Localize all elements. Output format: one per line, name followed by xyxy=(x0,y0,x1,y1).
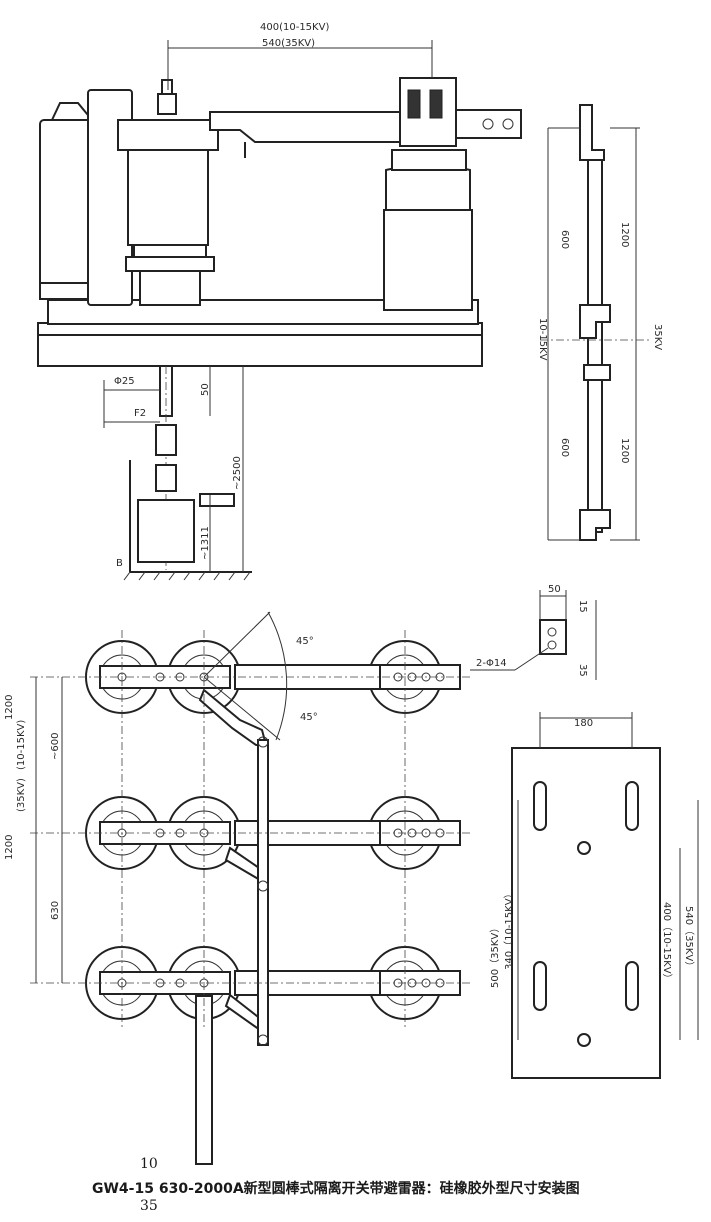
slot-top-left xyxy=(533,781,547,831)
mounting-plate: 180 500（35KV） 340（10-15KV） 400（10-15KV） … xyxy=(489,712,699,1079)
plan-view: 45° 45° 1200 (35KV) 1200 (10-15KV) ~600 … xyxy=(4,611,470,1165)
left-insulator-upper xyxy=(127,149,209,246)
dim-1200-bottom: 1200 xyxy=(619,438,630,463)
plate-dim-340: 340（10-15KV） xyxy=(503,888,515,970)
dim-600-top: 600 xyxy=(559,230,570,249)
hole-upper xyxy=(577,841,591,855)
dim-600: ~600 xyxy=(50,733,61,760)
left-insulator-cap xyxy=(117,119,219,151)
detail-plate xyxy=(539,619,567,655)
link-arm-2 xyxy=(224,846,264,882)
label-b: B xyxy=(116,558,123,569)
dim-2500: ~2500 xyxy=(232,456,243,490)
base-beam xyxy=(37,322,483,367)
right-insulator-lower xyxy=(383,209,473,311)
label-f2: F2 xyxy=(134,408,146,419)
connecting-rod xyxy=(257,739,269,1046)
detail-dim-35: 35 xyxy=(577,664,588,677)
plate-dim-500: 500（35KV） xyxy=(489,923,501,988)
plate-dim-180: 180 xyxy=(574,718,593,729)
dim-phi25: Φ25 xyxy=(114,376,135,387)
label-35kv: 35KV xyxy=(652,324,663,350)
dim-600-bottom: 600 xyxy=(559,438,570,457)
dim-top-2: 540(35KV) xyxy=(262,38,315,49)
plate-dim-400: 400（10-15KV） xyxy=(661,902,673,984)
dim-630: 630 xyxy=(50,901,61,920)
detail-dim-50: 50 xyxy=(548,584,561,595)
vertical-rod xyxy=(587,151,603,533)
dim-top-1: 400(10-15KV) xyxy=(260,22,329,33)
dim-50-side: 50 xyxy=(200,383,211,396)
terminal-plate xyxy=(455,109,522,139)
dim-35kv-paren: (35KV) xyxy=(16,778,27,812)
side-view: 400(10-15KV) 540(35KV) Φ25 50 F2 ~2500 ~… xyxy=(37,22,522,581)
link-arm-3 xyxy=(224,993,264,1032)
drawing-title: GW4-15 630-2000A新型圆棒式隔离开关带避雷器：硅橡胶外型尺寸安装图 xyxy=(92,1181,580,1197)
angle-45-2: 45° xyxy=(300,712,318,723)
small-detail: 50 15 35 2-Φ14 xyxy=(470,584,597,680)
right-insulator-upper xyxy=(385,164,471,211)
right-elevation: 600 1200 10-15KV 35KV 600 1200 xyxy=(537,104,663,541)
dim-1200-top: 1200 xyxy=(619,222,630,247)
label-10-15kv: 10-15KV xyxy=(537,318,548,361)
page-number-top: 10 xyxy=(140,1156,158,1172)
switch-blade xyxy=(209,111,421,143)
detail-holes: 2-Φ14 xyxy=(476,658,507,669)
dim-1200-1: 1200 xyxy=(4,695,15,720)
dim-1311: ~1311 xyxy=(200,526,211,560)
slot-bottom-right xyxy=(625,961,639,1011)
slot-bottom-left xyxy=(533,961,547,1011)
operating-rod xyxy=(195,995,213,1165)
left-insulator-base xyxy=(139,270,201,306)
slot-top-right xyxy=(625,781,639,831)
handle-rod xyxy=(199,493,235,507)
dim-1200-2: 1200 xyxy=(4,835,15,860)
detail-dim-15: 15 xyxy=(577,600,588,613)
hole-lower xyxy=(577,1033,591,1047)
bearing-block xyxy=(137,499,195,563)
angle-45-1: 45° xyxy=(296,636,314,647)
page-number-bottom: 35 xyxy=(140,1198,158,1214)
plate-dim-540: 540（35KV） xyxy=(683,906,695,971)
dim-10-15kv-paren: (10-15KV) xyxy=(16,720,27,770)
